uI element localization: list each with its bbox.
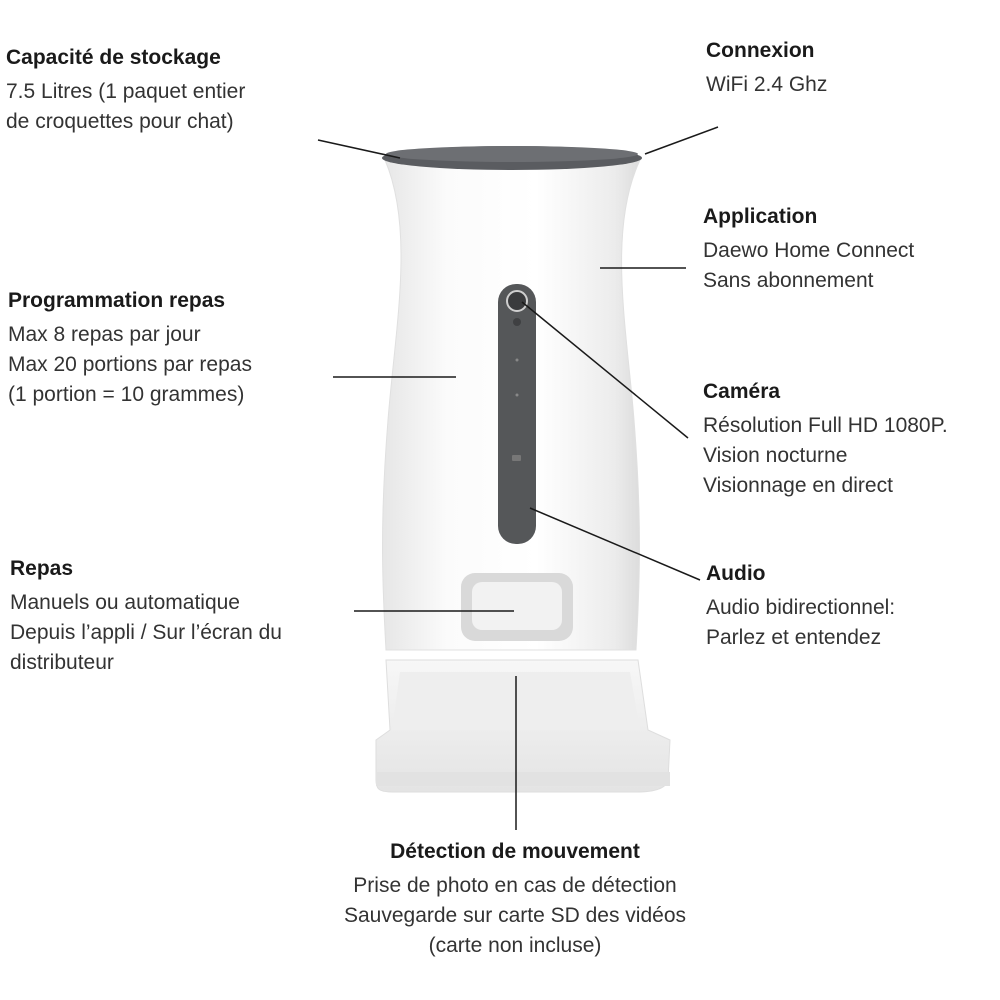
feature-motion-title: Détection de mouvement <box>390 840 640 863</box>
feature-meals: Repas Manuels ou automatique Depuis l’ap… <box>10 556 355 678</box>
leader-lines <box>317 126 719 830</box>
feature-storage-desc: 7.5 Litres (1 paquet entier de croquette… <box>6 80 246 133</box>
feature-meals-desc: Manuels ou automatique Depuis l’appli / … <box>10 591 282 674</box>
feature-camera-desc: Résolution Full HD 1080P. Vision nocturn… <box>703 414 948 497</box>
feature-audio-desc: Audio bidirectionnel: Parlez et entendez <box>706 596 896 649</box>
feature-application: Application Daewo Home Connect Sans abon… <box>703 204 993 296</box>
feature-application-title: Application <box>703 205 818 228</box>
control-panel <box>498 284 536 544</box>
feature-application-desc: Daewo Home Connect Sans abonnement <box>703 239 915 292</box>
feature-storage: Capacité de stockage 7.5 Litres (1 paque… <box>6 45 336 137</box>
feature-motion: Détection de mouvement Prise de photo en… <box>270 839 760 961</box>
feature-connection-title: Connexion <box>706 39 815 62</box>
feature-audio-title: Audio <box>706 562 766 585</box>
feature-motion-desc: Prise de photo en cas de détection Sauve… <box>343 874 687 957</box>
feature-meals-title: Repas <box>10 557 74 580</box>
feature-schedule-title: Programmation repas <box>8 289 226 312</box>
feature-schedule: Programmation repas Max 8 repas par jour… <box>8 288 338 410</box>
feature-camera-title: Caméra <box>703 380 781 403</box>
feature-connection-desc: WiFi 2.4 Ghz <box>706 73 828 96</box>
feature-schedule-desc: Max 8 repas par jour Max 20 portions par… <box>8 323 252 406</box>
feature-audio: Audio Audio bidirectionnel: Parlez et en… <box>706 561 986 653</box>
feature-connection: Connexion WiFi 2.4 Ghz <box>706 38 986 100</box>
camera-lens-icon <box>506 290 528 312</box>
feature-camera: Caméra Résolution Full HD 1080P. Vision … <box>703 379 998 501</box>
feature-storage-title: Capacité de stockage <box>6 46 221 69</box>
